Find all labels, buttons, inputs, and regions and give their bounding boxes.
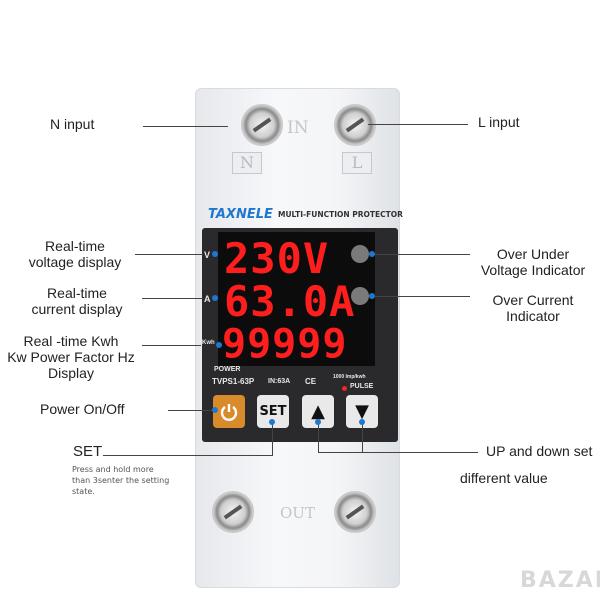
kwh-line bbox=[142, 345, 201, 346]
power-icon bbox=[220, 403, 238, 421]
power-dot bbox=[212, 407, 218, 413]
current-dot bbox=[212, 295, 218, 301]
power-label: POWER bbox=[214, 366, 241, 373]
set-line bbox=[103, 455, 273, 456]
n-input-line bbox=[143, 126, 228, 127]
l-input-screw-icon bbox=[334, 104, 376, 146]
current-readout: 63.0A bbox=[224, 277, 356, 326]
down-dot bbox=[359, 419, 365, 425]
n-input-label: N input bbox=[50, 116, 95, 132]
up-dot bbox=[315, 419, 321, 425]
over-current-dot bbox=[369, 293, 375, 299]
voltage-readout: 230V bbox=[224, 234, 330, 283]
over-under-line1: Over Under bbox=[496, 246, 570, 262]
set-desc-line2: than 3senter the setting bbox=[72, 476, 170, 485]
updown-annotation-line2: different value bbox=[460, 470, 548, 486]
updown-annotation-line1: UP and down set bbox=[486, 443, 593, 459]
l-input-line bbox=[368, 124, 468, 125]
over-current-line bbox=[370, 296, 470, 297]
kwh-annotation-line2: Kw Power Factor Hz bbox=[7, 349, 135, 365]
terminal-n: N bbox=[232, 152, 262, 174]
kwh-dot bbox=[216, 342, 222, 348]
over-current-line1: Over Current bbox=[492, 292, 574, 308]
voltage-annotation-line1: Real-time bbox=[45, 238, 105, 254]
up-line-vertical bbox=[318, 422, 319, 453]
voltage-annotation-line2: voltage display bbox=[28, 254, 122, 270]
down-button[interactable]: ▼ bbox=[346, 395, 378, 428]
terminal-l: L bbox=[342, 152, 372, 174]
row-label-a: A bbox=[204, 294, 211, 304]
pulse-led-icon bbox=[342, 386, 347, 391]
row-label-v: V bbox=[204, 250, 211, 260]
set-desc-line3: state. bbox=[72, 487, 95, 496]
set-desc-line1: Press and hold more bbox=[72, 465, 154, 474]
over-under-dot bbox=[369, 251, 375, 257]
set-description: Press and hold more than 3senter the sett… bbox=[72, 464, 169, 497]
out-screw-right-icon bbox=[334, 491, 376, 533]
kwh-annotation-line3: Display bbox=[48, 365, 94, 381]
over-current-indicator bbox=[351, 287, 369, 305]
brand-logo: TAXNELE bbox=[208, 207, 273, 222]
over-current-line2: Indicator bbox=[506, 308, 560, 324]
power-line bbox=[168, 410, 214, 411]
model-label: TVPS1-63P bbox=[212, 377, 255, 386]
set-dot bbox=[269, 419, 275, 425]
voltage-dot bbox=[212, 251, 218, 257]
set-annotation: SET bbox=[73, 443, 103, 460]
current-annotation-line1: Real-time bbox=[47, 285, 107, 301]
led-display bbox=[218, 232, 375, 366]
power-annotation: Power On/Off bbox=[40, 401, 125, 417]
out-label: OUT bbox=[280, 504, 315, 522]
energy-readout: 99999 bbox=[222, 321, 348, 367]
current-annotation-line2: current display bbox=[31, 301, 123, 317]
kwh-annotation-line1: Real -time Kwh bbox=[23, 333, 119, 349]
current-line bbox=[142, 298, 203, 299]
down-line-vertical bbox=[362, 422, 363, 453]
out-screw-left-icon bbox=[212, 491, 254, 533]
power-button[interactable] bbox=[213, 395, 245, 428]
updown-line bbox=[318, 452, 478, 453]
ce-mark: CE bbox=[305, 377, 317, 386]
over-under-voltage-indicator bbox=[351, 245, 369, 263]
l-input-label: L input bbox=[478, 114, 520, 130]
row-label-kwh: Kwh bbox=[202, 340, 215, 346]
in-label: IN bbox=[287, 118, 309, 138]
pulse-label: PULSE bbox=[350, 383, 374, 390]
rating-label: IN:63A bbox=[268, 378, 291, 385]
n-input-screw-icon bbox=[241, 104, 283, 146]
over-under-line bbox=[370, 254, 470, 255]
set-line-vertical bbox=[272, 422, 273, 456]
over-under-line2: Voltage Indicator bbox=[480, 262, 586, 278]
imp-label: 1000 Imp/kwh bbox=[333, 374, 366, 380]
device-subtitle: MULTI-FUNCTION PROTECTOR bbox=[278, 210, 403, 219]
watermark: BAZAR bbox=[520, 568, 600, 593]
voltage-line bbox=[135, 254, 203, 255]
